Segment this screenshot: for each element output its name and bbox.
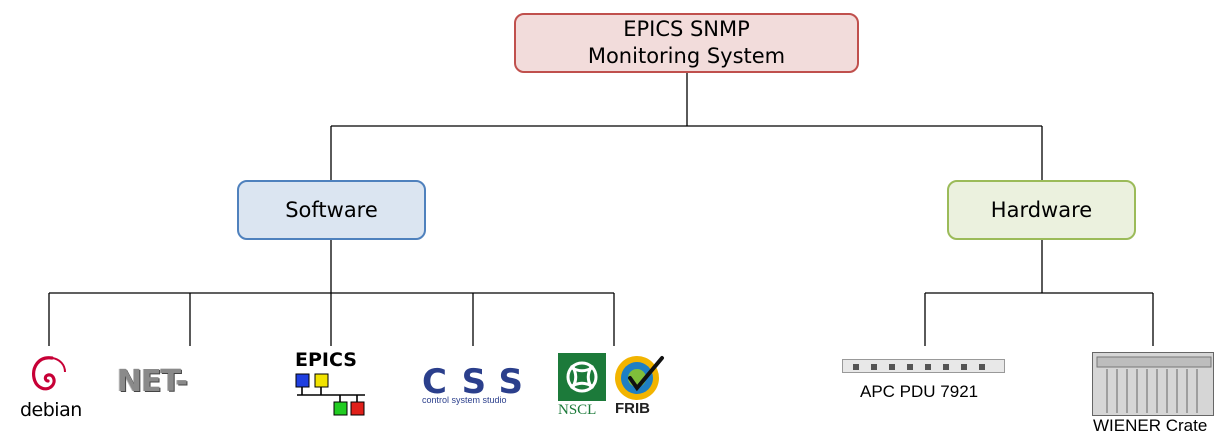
- wiener-crate-image: [1092, 352, 1214, 416]
- root-node: EPICS SNMP Monitoring System: [514, 13, 859, 73]
- nscl-emblem-icon: [558, 353, 606, 401]
- pdu-outlets-icon: [853, 364, 985, 370]
- hardware-node: Hardware: [947, 180, 1136, 240]
- wiener-crate-label: WIENER Crate: [1093, 416, 1208, 435]
- frib-emblem-icon: [615, 356, 664, 400]
- root-title-line2: Monitoring System: [587, 44, 786, 68]
- crate-chassis-icon: [1096, 356, 1212, 413]
- software-node: Software: [237, 180, 426, 240]
- debian-swirl-icon: [32, 356, 66, 391]
- epics-logo: EPICS: [293, 349, 373, 421]
- software-label: Software: [285, 198, 378, 222]
- apc-pdu-image: [842, 359, 1005, 373]
- debian-logo: debian: [18, 350, 82, 425]
- frib-wordmark: FRIB: [615, 400, 650, 417]
- css-logo: CSS control system studio: [418, 362, 530, 408]
- epics-wordmark: EPICS: [295, 349, 357, 371]
- nscl-logo: NSCL: [557, 352, 607, 418]
- nscl-wordmark: NSCL: [558, 402, 597, 418]
- frib-logo: FRIB: [612, 352, 672, 418]
- hardware-label: Hardware: [990, 198, 1093, 222]
- net-snmp-logo: NET-SNMP: [117, 362, 261, 402]
- apc-pdu-label: APC PDU 7921: [860, 382, 979, 401]
- net-snmp-wordmark: NET-SNMP: [117, 364, 188, 399]
- css-subtitle: control system studio: [422, 395, 507, 405]
- debian-wordmark: debian: [20, 399, 82, 421]
- root-title-line1: EPICS SNMP: [623, 17, 750, 41]
- epics-network-icon: [295, 373, 365, 416]
- css-wordmark: CSS: [422, 362, 538, 402]
